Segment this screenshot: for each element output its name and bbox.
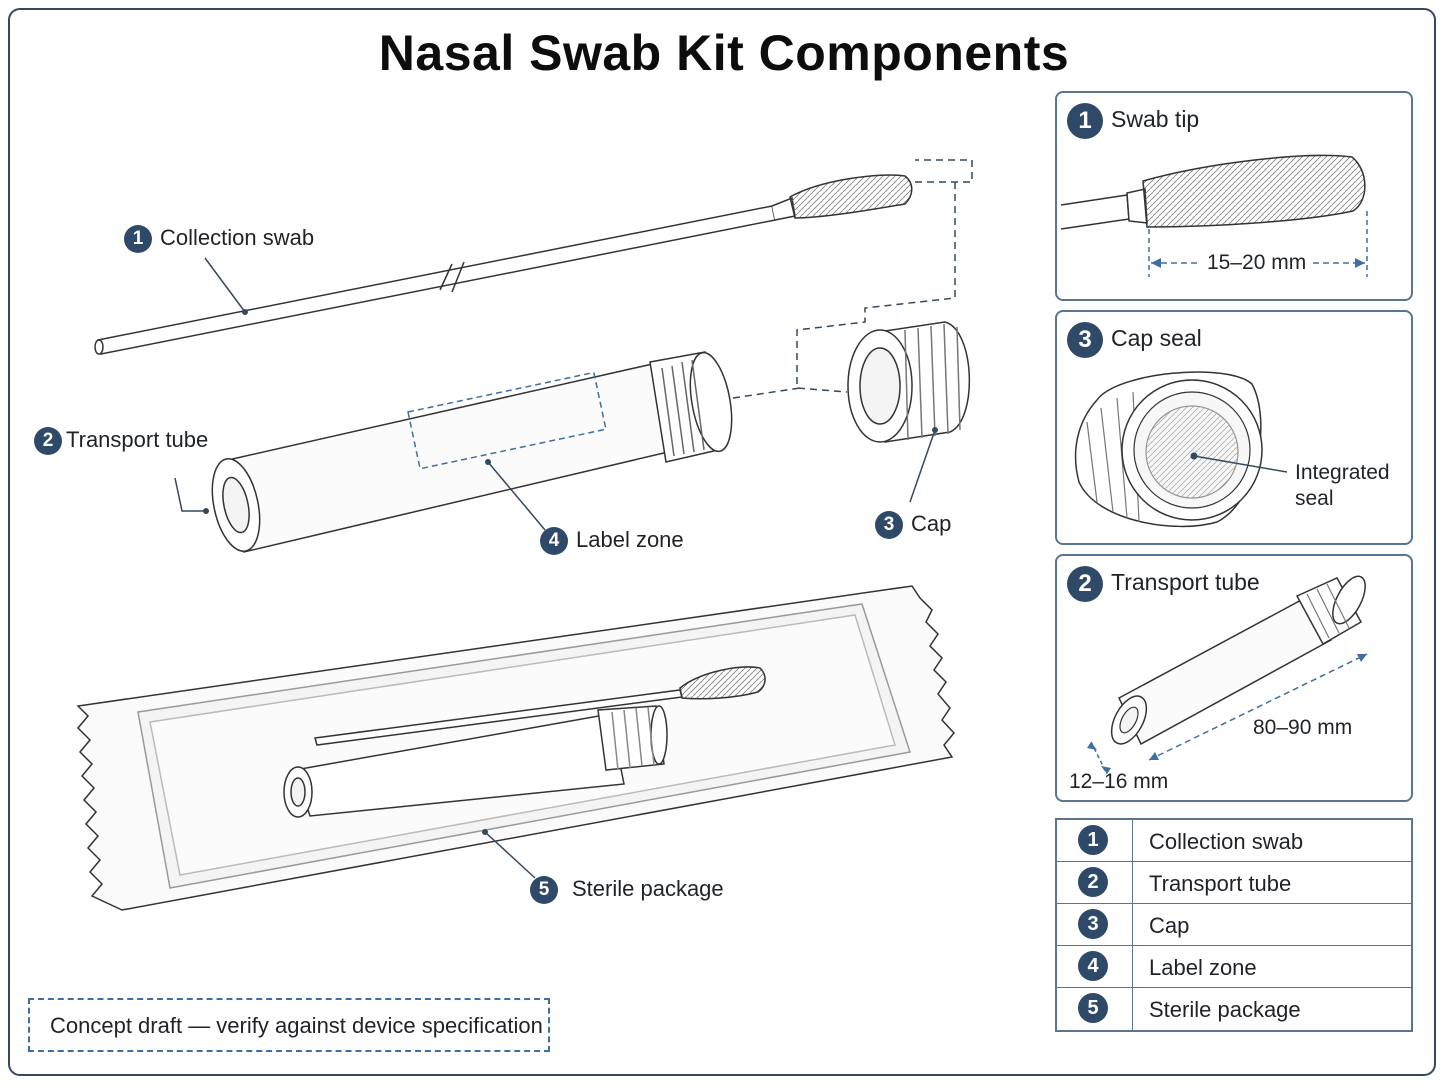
transport-tube-drawing [174,351,733,553]
cap-seal-annotation: Integrated seal [1295,460,1390,512]
callout-label: Collection swab [160,225,315,250]
panel-title: Cap seal [1111,325,1202,352]
legend-label: Label zone [1149,955,1257,980]
diagram-frame [8,8,1436,1076]
callout-label: Transport tube [66,427,209,452]
legend-label: Cap [1149,913,1190,938]
legend-number-cell: 3 [1057,904,1133,945]
legend-number-cell: 4 [1057,946,1133,987]
tube-diameter-dimension: 12–16 mm [1069,770,1169,793]
draft-note: Concept draft — verify against device sp… [28,998,550,1052]
swab-tip-drawing [1060,154,1368,277]
sterile-package-drawing [76,585,955,911]
callout-sterile-package: 5 Sterile package [530,876,724,905]
callout-number: 4 [540,527,568,556]
panel-number: 3 [1067,322,1103,358]
panel-header: 2 Transport tube [1067,566,1260,602]
detail-panel-transport-tube: 2 Transport tube 80–90 mm 12–16 mm [1055,554,1413,802]
detail-panel-cap-seal: 3 Cap seal Integrated seal [1055,310,1413,545]
legend-number: 1 [1078,825,1108,855]
swab-tip-dimension: 15–20 mm [1207,251,1307,274]
legend-number: 2 [1078,867,1108,897]
legend-row: 4 Label zone [1057,946,1411,988]
legend-row: 1 Collection swab [1057,820,1411,862]
callout-number: 1 [124,225,152,254]
tube-length-dimension: 80–90 mm [1253,716,1353,739]
collection-swab-drawing [94,174,913,355]
legend-number: 5 [1078,993,1108,1023]
page-title: Nasal Swab Kit Components [378,25,1070,81]
legend-row: 2 Transport tube [1057,862,1411,904]
callout-number: 5 [530,876,558,905]
legend-row: 5 Sterile package [1057,988,1411,1030]
legend-number: 3 [1078,909,1108,939]
callout-label: Sterile package [572,876,724,901]
callout-collection-swab: 1 Collection swab [124,225,315,254]
annotation-line: Integrated [1295,461,1390,484]
callout-number: 2 [34,427,62,456]
panel-number: 2 [1067,566,1103,602]
legend-number-cell: 1 [1057,820,1133,861]
cap-drawing [847,321,971,503]
panel-header: 1 Swab tip [1067,103,1199,139]
detail-panel-swab-tip: 1 Swab tip 15–20 mm [1055,91,1413,301]
annotation-line: seal [1295,487,1334,510]
callout-label: Cap [911,511,952,536]
legend-label: Collection swab [1149,829,1304,854]
callout-label-zone: 4 Label zone [540,527,684,556]
legend-table: 1 Collection swab 2 Transport tube 3 Cap… [1055,818,1413,1032]
legend-number: 4 [1078,951,1108,981]
panel-header: 3 Cap seal [1067,322,1202,358]
legend-label: Sterile package [1149,997,1301,1022]
transport-tube-detail-drawing [1087,575,1368,775]
legend-label: Transport tube [1149,871,1292,896]
callout-number: 3 [875,511,903,540]
legend-number-cell: 5 [1057,988,1133,1030]
panel-title: Transport tube [1111,569,1260,596]
assembly-guide-lines [732,159,973,399]
panel-title: Swab tip [1111,106,1200,133]
cap-seal-drawing [1074,371,1288,528]
panel-number: 1 [1067,103,1103,139]
callout-cap: 3 Cap [875,511,952,540]
callout-label: Label zone [576,527,684,552]
legend-number-cell: 2 [1057,862,1133,903]
legend-row: 3 Cap [1057,904,1411,946]
